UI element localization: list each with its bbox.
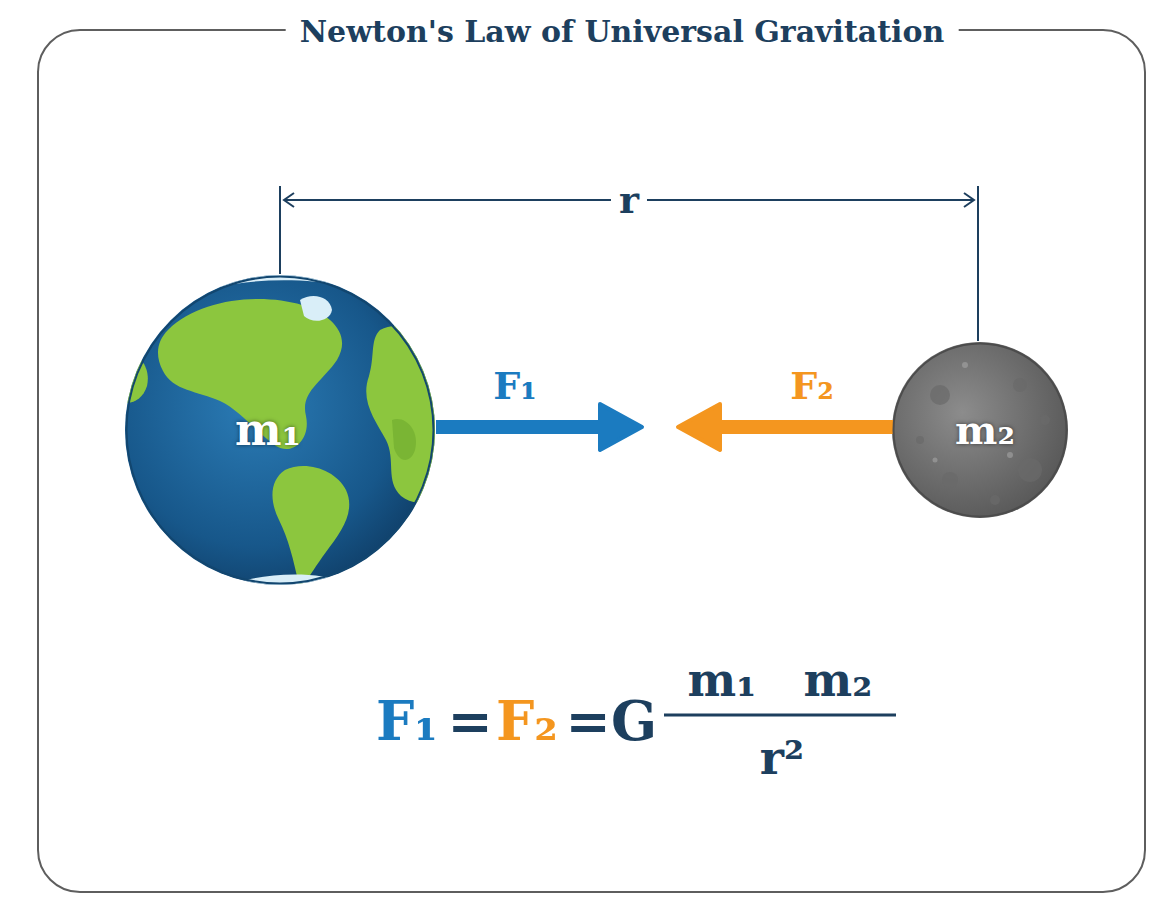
formula-denominator: r² [760,733,804,784]
earth-illustration [116,263,445,600]
moon-node: m₂ [892,342,1068,518]
force-label: F₂ [790,365,834,407]
force-label: F₁ [493,365,537,407]
formula-term: F₂ [496,692,558,751]
title: Newton's Law of Universal Gravitation [286,15,959,48]
formula-operator: = [447,692,492,751]
distance-label: r [611,179,647,221]
force-arrow-2 [678,404,893,450]
formula-operator: = [565,692,610,751]
formula-numerator: m₁ [688,655,757,706]
formula-term: F₁ [376,692,438,751]
force-arrow-1 [436,404,642,450]
earth-node: m₁ [125,275,435,585]
mass-label: m₂ [955,408,1015,452]
moon-illustration [892,342,1068,518]
formula-constant: G [611,692,657,751]
node-text-box: m₁ [125,275,435,585]
node-circle [127,277,434,584]
node-text-box: m₂ [892,342,1068,518]
fraction-bar [664,714,896,717]
formula-numerator: m₂ [804,655,873,706]
frame [38,30,1145,892]
node-circle [894,344,1067,517]
mass-label: m₁ [235,406,301,454]
